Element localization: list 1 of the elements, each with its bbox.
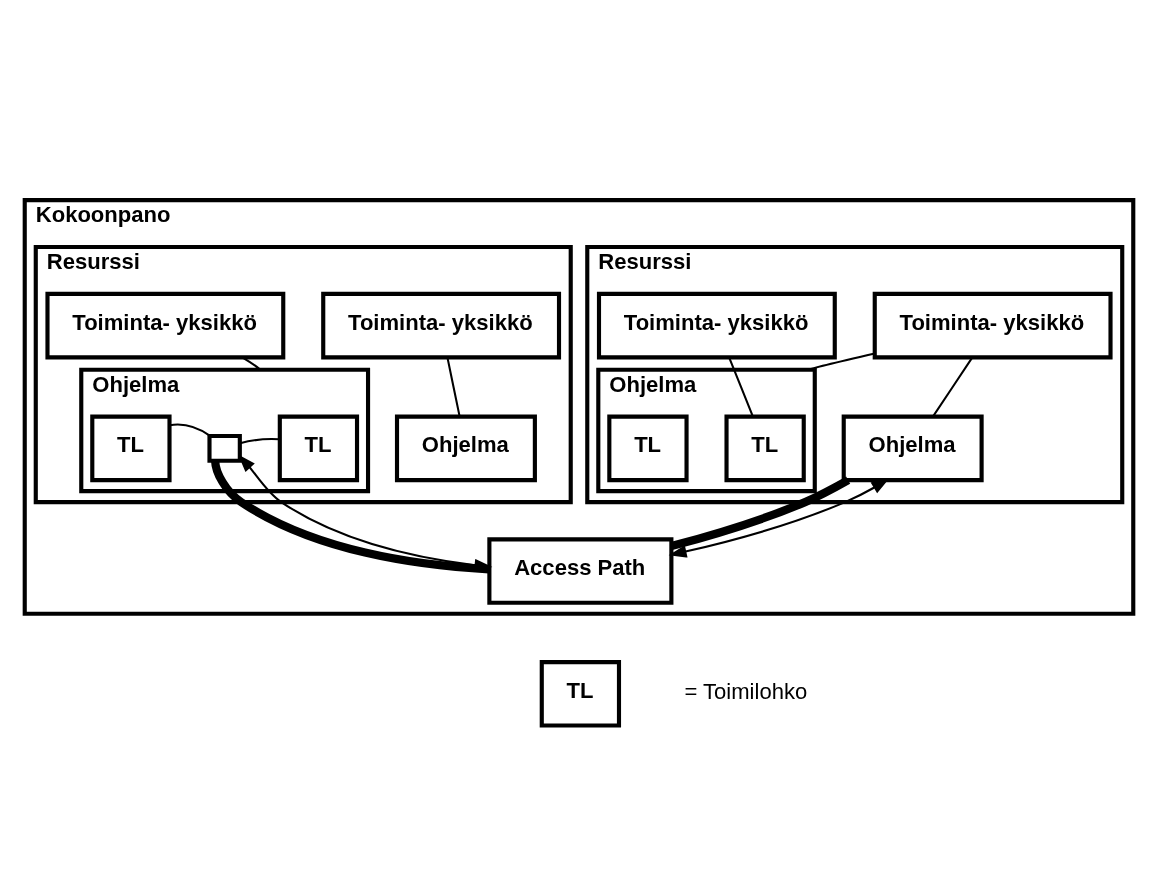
node-label: = Toimilohko: [684, 678, 808, 704]
